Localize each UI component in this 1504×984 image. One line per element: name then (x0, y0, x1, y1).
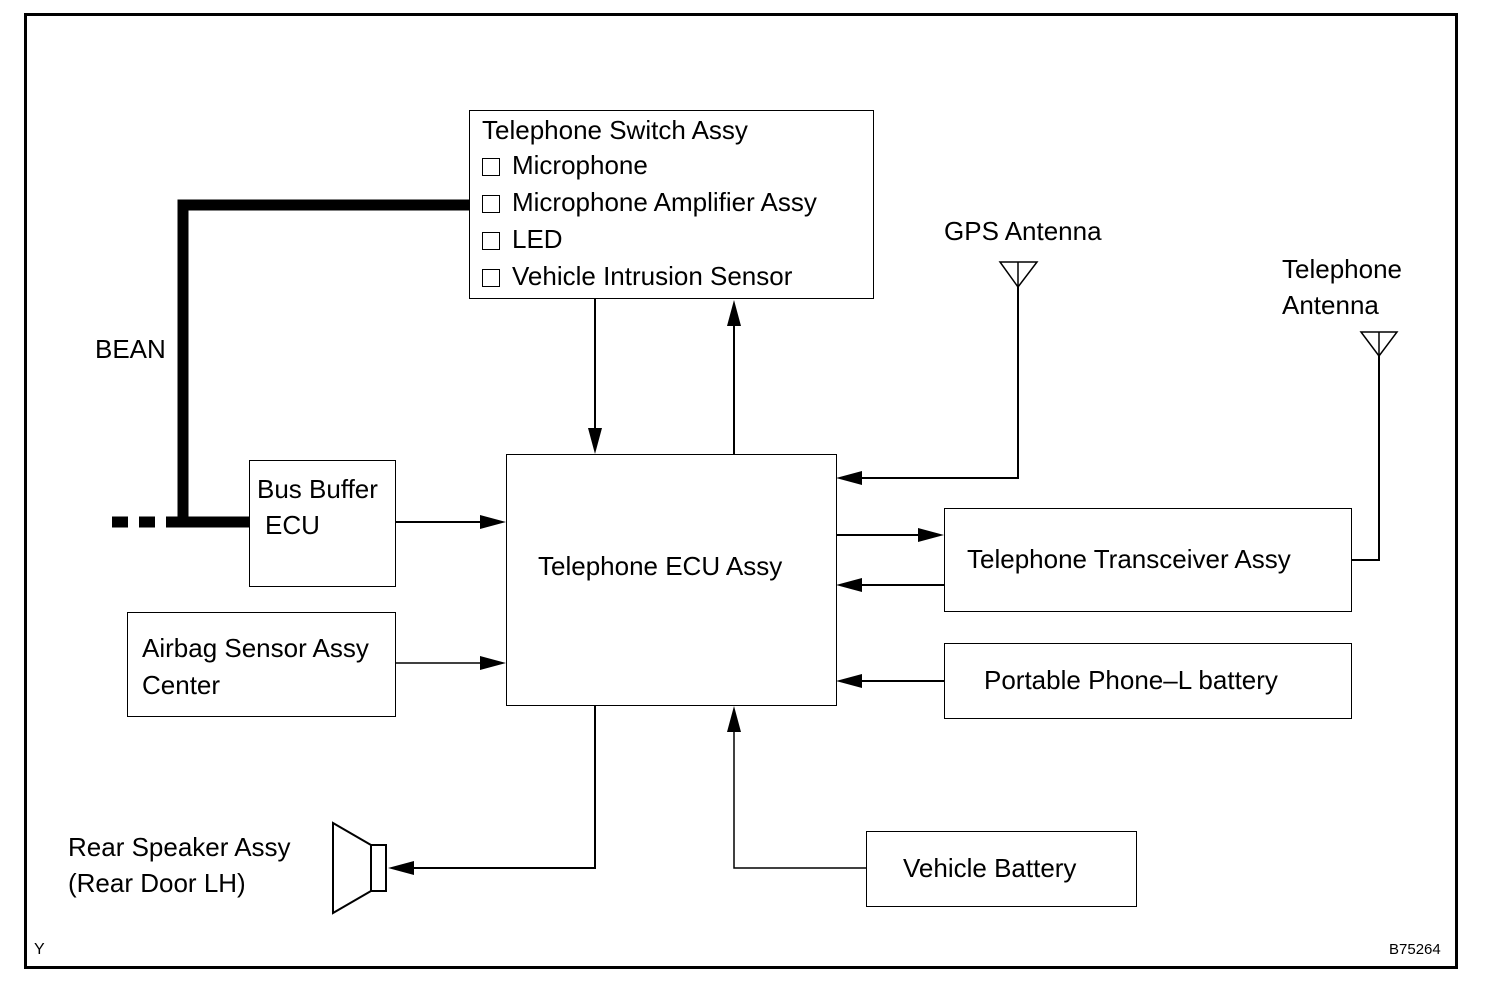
arrow-ecu-to-transceiver (918, 528, 944, 542)
diagram-frame (24, 13, 1458, 969)
switch-item-label: Microphone Amplifier Assy (512, 187, 817, 217)
wire-gps-to-ecu (860, 287, 1019, 479)
vehicle-battery-label: Vehicle Battery (903, 853, 1077, 883)
arrow-vehiclebattery-to-ecu (727, 706, 741, 732)
switch-item-label: LED (512, 224, 563, 254)
arrow-ecu-to-speaker (388, 861, 414, 875)
corner-code-left: Y (34, 941, 45, 958)
telephone-antenna-label-1: Telephone (1282, 254, 1402, 284)
portable-phone-battery-box: Portable Phone–L battery (944, 643, 1352, 719)
telephone-antenna-icon (1359, 331, 1399, 358)
checkbox-icon (482, 158, 500, 176)
speaker-label-2: (Rear Door LH) (68, 868, 246, 898)
checkbox-icon (482, 232, 500, 250)
switch-item-microphone: Microphone (482, 147, 873, 184)
ecu-label: Telephone ECU Assy (538, 551, 783, 581)
bean-bus-line (177, 199, 470, 528)
wire-vehiclebattery-to-ecu (733, 728, 866, 869)
airbag-line2: Center (142, 670, 221, 700)
arrow-airbag-to-ecu (480, 656, 506, 670)
arrow-portable-to-ecu (836, 674, 862, 688)
telephone-transceiver-box: Telephone Transceiver Assy (944, 508, 1352, 612)
gps-antenna-label: GPS Antenna (944, 216, 1102, 246)
switch-item-intrusion-sensor: Vehicle Intrusion Sensor (482, 258, 873, 295)
portable-battery-label: Portable Phone–L battery (984, 665, 1278, 695)
arrow-switch-to-ecu (588, 428, 602, 454)
checkbox-icon (482, 195, 500, 213)
switch-item-led: LED (482, 221, 873, 258)
figure-code: B75264 (1389, 941, 1441, 958)
arrow-busbuffer-to-ecu (480, 515, 506, 529)
arrow-gps-to-ecu (836, 471, 862, 485)
wire-antenna-to-transceiver (1351, 356, 1380, 561)
telephone-antenna-label-2: Antenna (1282, 290, 1379, 320)
bean-bus-label: BEAN (95, 334, 166, 364)
arrow-ecu-to-switch (727, 300, 741, 326)
telephone-ecu-assy-box: Telephone ECU Assy (506, 454, 837, 706)
bus-buffer-line1: Bus Buffer (257, 474, 378, 504)
checkbox-icon (482, 269, 500, 287)
bus-buffer-ecu-box: Bus Buffer ECU (249, 460, 396, 587)
airbag-line1: Airbag Sensor Assy (142, 633, 369, 663)
bus-buffer-line2: ECU (265, 510, 320, 540)
speaker-icon (332, 821, 387, 915)
gps-antenna-icon (998, 261, 1039, 289)
vehicle-battery-box: Vehicle Battery (866, 831, 1137, 907)
switch-item-label: Microphone (512, 150, 648, 180)
switch-item-label: Vehicle Intrusion Sensor (512, 261, 793, 291)
arrow-transceiver-to-ecu (836, 578, 862, 592)
speaker-label-1: Rear Speaker Assy (68, 832, 291, 862)
switch-item-mic-amp: Microphone Amplifier Assy (482, 184, 873, 221)
transceiver-label: Telephone Transceiver Assy (967, 544, 1291, 574)
wire-ecu-to-speaker (410, 706, 596, 869)
telephone-switch-assy-box: Telephone Switch Assy Microphone Microph… (469, 110, 874, 299)
airbag-sensor-box: Airbag Sensor Assy Center (127, 612, 396, 717)
switch-title: Telephone Switch Assy (482, 115, 748, 145)
